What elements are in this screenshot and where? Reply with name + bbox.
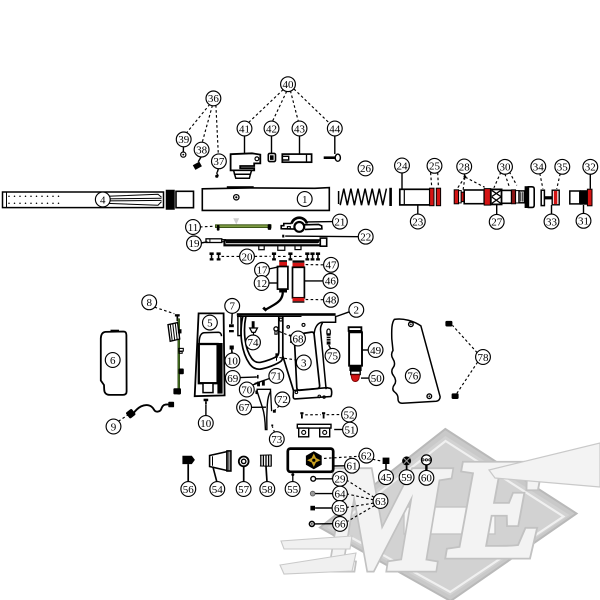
svg-text:50: 50 xyxy=(371,373,383,385)
svg-text:54: 54 xyxy=(212,484,224,496)
svg-text:41: 41 xyxy=(239,123,250,135)
svg-text:30: 30 xyxy=(500,162,512,174)
svg-text:72: 72 xyxy=(277,394,288,406)
svg-text:57: 57 xyxy=(238,484,250,496)
svg-text:59: 59 xyxy=(401,472,413,484)
svg-text:47: 47 xyxy=(326,260,338,272)
svg-text:24: 24 xyxy=(397,160,409,172)
svg-text:1: 1 xyxy=(302,194,308,206)
svg-text:42: 42 xyxy=(266,123,277,135)
svg-text:74: 74 xyxy=(248,337,260,349)
svg-text:66: 66 xyxy=(335,519,347,531)
svg-text:55: 55 xyxy=(287,484,299,496)
svg-text:71: 71 xyxy=(271,371,282,383)
svg-text:10: 10 xyxy=(200,418,212,430)
svg-text:26: 26 xyxy=(360,163,372,175)
svg-text:25: 25 xyxy=(429,161,441,173)
svg-text:63: 63 xyxy=(375,496,387,508)
svg-text:31: 31 xyxy=(578,216,589,228)
svg-text:75: 75 xyxy=(327,351,339,363)
svg-text:69: 69 xyxy=(227,373,239,385)
svg-text:61: 61 xyxy=(347,461,358,473)
svg-text:9: 9 xyxy=(111,421,117,433)
svg-text:44: 44 xyxy=(329,123,341,135)
svg-text:36: 36 xyxy=(208,93,220,105)
svg-text:35: 35 xyxy=(557,162,569,174)
svg-text:70: 70 xyxy=(241,384,253,396)
svg-text:34: 34 xyxy=(533,161,545,173)
svg-text:11: 11 xyxy=(188,222,199,234)
svg-text:10: 10 xyxy=(227,355,239,367)
svg-text:28: 28 xyxy=(459,161,471,173)
svg-text:37: 37 xyxy=(213,156,225,168)
svg-text:29: 29 xyxy=(335,474,347,486)
svg-text:5: 5 xyxy=(207,317,213,329)
svg-text:73: 73 xyxy=(271,434,283,446)
svg-text:4: 4 xyxy=(100,194,106,206)
svg-text:68: 68 xyxy=(293,333,305,345)
svg-text:3: 3 xyxy=(301,357,307,369)
svg-text:48: 48 xyxy=(325,295,337,307)
svg-text:65: 65 xyxy=(334,503,346,515)
svg-text:23: 23 xyxy=(412,216,424,228)
svg-text:60: 60 xyxy=(421,473,433,485)
svg-text:52: 52 xyxy=(344,409,355,421)
svg-text:45: 45 xyxy=(381,472,393,484)
svg-text:38: 38 xyxy=(196,144,208,156)
svg-text:8: 8 xyxy=(146,297,152,309)
svg-text:7: 7 xyxy=(229,301,235,313)
svg-text:78: 78 xyxy=(478,352,490,364)
svg-text:39: 39 xyxy=(178,134,190,146)
svg-text:76: 76 xyxy=(407,371,419,383)
svg-text:12: 12 xyxy=(256,278,267,290)
svg-text:62: 62 xyxy=(361,450,372,462)
svg-text:2: 2 xyxy=(354,305,360,317)
svg-text:20: 20 xyxy=(242,251,254,263)
svg-text:51: 51 xyxy=(345,424,356,436)
svg-text:17: 17 xyxy=(257,265,269,277)
svg-text:56: 56 xyxy=(183,484,195,496)
svg-text:19: 19 xyxy=(189,238,201,250)
svg-text:43: 43 xyxy=(294,123,306,135)
svg-text:32: 32 xyxy=(585,162,596,174)
svg-text:40: 40 xyxy=(283,79,295,91)
svg-text:E: E xyxy=(447,432,546,587)
svg-text:22: 22 xyxy=(360,232,371,244)
svg-text:E: E xyxy=(447,432,546,587)
svg-text:58: 58 xyxy=(262,484,274,496)
svg-text:49: 49 xyxy=(370,345,382,357)
svg-text:46: 46 xyxy=(325,276,337,288)
svg-text:21: 21 xyxy=(334,216,345,228)
svg-text:64: 64 xyxy=(335,488,347,500)
svg-text:27: 27 xyxy=(491,217,503,229)
svg-text:6: 6 xyxy=(110,355,116,367)
svg-text:67: 67 xyxy=(239,402,251,414)
svg-text:33: 33 xyxy=(546,216,558,228)
